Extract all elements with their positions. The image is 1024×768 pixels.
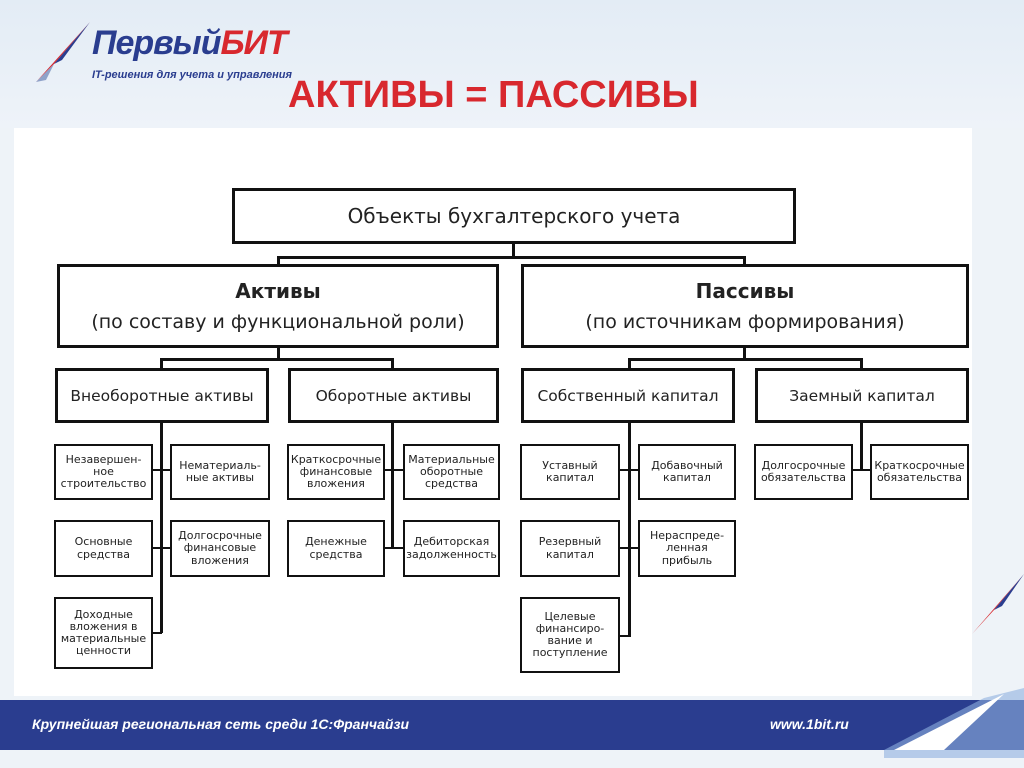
liabilities-box: Пассивы (по источникам формирования) <box>521 264 969 348</box>
connector <box>160 358 394 361</box>
receivables-box: Дебиторская задолженность <box>403 520 500 577</box>
connector <box>628 358 631 370</box>
additional-capital-box: Добавочный капитал <box>638 444 736 500</box>
connector <box>628 421 631 636</box>
connector <box>384 547 404 549</box>
connector <box>277 346 280 360</box>
intangible-assets-box: Нематериаль-ные активы <box>170 444 270 500</box>
long-term-liabilities-box: Долгосрочные обязательства <box>754 444 853 500</box>
swoosh-decoration-icon <box>972 574 1024 634</box>
connector <box>619 469 639 471</box>
cash-box: Денежные средства <box>287 520 385 577</box>
share-capital-box: Уставный капитал <box>520 444 620 500</box>
connector <box>851 469 871 471</box>
borrowed-capital-box: Заемный капитал <box>755 368 969 423</box>
reserve-capital-box: Резервный капитал <box>520 520 620 577</box>
connector <box>743 346 746 360</box>
equity-box: Собственный капитал <box>521 368 735 423</box>
logo-tagline: IT-решения для учета и управления <box>92 69 292 81</box>
liabilities-title: Пассивы <box>695 279 795 303</box>
connector <box>391 421 394 549</box>
connector <box>860 421 863 471</box>
connector <box>619 547 639 549</box>
connector <box>152 632 162 634</box>
inventory-box: Материальные оборотные средства <box>403 444 500 500</box>
current-assets-box: Оборотные активы <box>288 368 499 423</box>
connector <box>277 256 280 266</box>
construction-in-progress-box: Незавершен-ное строительство <box>54 444 153 500</box>
connector <box>628 358 863 361</box>
fixed-assets-box: Основные средства <box>54 520 153 577</box>
connector <box>160 421 163 633</box>
connector <box>384 469 404 471</box>
connector <box>277 256 746 259</box>
footer-tagline: Крупнейшая региональная сеть среди 1С:Фр… <box>32 716 410 732</box>
short-term-liabilities-box: Краткосрочные обязательства <box>870 444 969 500</box>
connector <box>860 358 863 370</box>
connector <box>619 635 631 637</box>
connector <box>152 469 171 471</box>
noncurrent-assets-box: Внеоборотные активы <box>55 368 269 423</box>
short-term-investments-box: Краткосрочные финансовые вложения <box>287 444 385 500</box>
connector <box>391 358 394 370</box>
footer-website-link[interactable]: www.1bit.ru <box>770 716 849 732</box>
liabilities-subtitle: (по источникам формирования) <box>585 311 905 333</box>
assets-title: Активы <box>235 279 321 303</box>
header-band <box>0 0 1024 128</box>
connector <box>743 256 746 266</box>
target-financing-box: Целевые финансиро-вание и поступление <box>520 597 620 673</box>
long-term-investments-box: Долгосрочные финансовые вложения <box>170 520 270 577</box>
assets-box: Активы (по составу и функциональной роли… <box>57 264 499 348</box>
footer-swoosh-icon <box>884 688 1024 758</box>
connector <box>512 243 515 258</box>
logo-text: ПервыйБИТ <box>92 24 288 62</box>
connector <box>152 547 171 549</box>
logo-swoosh-icon <box>36 22 90 82</box>
retained-earnings-box: Нераспреде-ленная прибыль <box>638 520 736 577</box>
connector <box>160 358 163 370</box>
page-title: АКТИВЫ = ПАССИВЫ <box>288 74 699 116</box>
footer-bar <box>0 700 1024 750</box>
root-box: Объекты бухгалтерского учета <box>232 188 796 244</box>
assets-subtitle: (по составу и функциональной роли) <box>91 311 465 333</box>
income-investments-box: Доходные вложения в материальные ценност… <box>54 597 153 669</box>
